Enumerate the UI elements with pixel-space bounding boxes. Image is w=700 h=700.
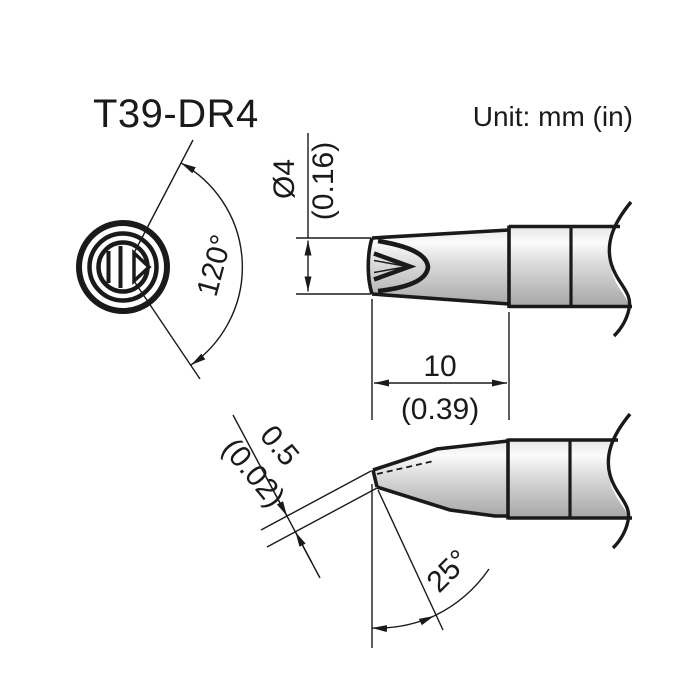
- angle-leg-upper: [133, 139, 194, 254]
- angle-arc-120: [180, 162, 244, 366]
- groove-angle-label: 120°: [191, 231, 239, 299]
- tipw-ext-lower: [266, 487, 378, 548]
- unit-label: Unit: mm (in): [473, 101, 633, 132]
- groove-v-notch: [132, 248, 152, 286]
- tip-face-edge: [366, 237, 374, 295]
- groove-chevron: [373, 251, 417, 282]
- tip-body-fill-2: [373, 440, 628, 518]
- front-view: 120°: [76, 139, 244, 380]
- tip-body-fill: [368, 227, 629, 307]
- tip-flat-face: [371, 469, 379, 488]
- cone-top-edge: [371, 228, 510, 240]
- bevel-angle-arc-ext: [433, 568, 490, 617]
- bevel-angle-label: 25°: [421, 544, 476, 599]
- bevel-angle-leg: [377, 489, 444, 631]
- length-label-mm: 10: [423, 350, 456, 383]
- tip-outer-ring: [76, 220, 170, 314]
- tipw-ext-upper: [260, 470, 372, 531]
- part-number-title: T39-DR4: [93, 92, 259, 136]
- side-view-top: Ø4 (0.16) 10 (0.39): [268, 133, 633, 426]
- angle-leg-lower: [133, 280, 201, 380]
- break-line-2: [606, 412, 632, 550]
- tipw-arrow-lower: [294, 531, 313, 563]
- groove-inner-lines: [373, 259, 408, 274]
- diameter-label-in: (0.16): [307, 142, 340, 220]
- side-view-bottom: 0.5 (0.02) 25°: [215, 412, 632, 648]
- length-label-in: (0.39): [401, 393, 479, 426]
- cone-top-edge-2: [372, 439, 509, 472]
- bevel-angle-arc: [371, 615, 435, 633]
- cone-bottom-edge: [371, 292, 510, 306]
- diameter-label-mm: Ø4: [268, 159, 301, 199]
- cone-bottom-edge-2: [376, 485, 508, 518]
- tip-middle-ring: [87, 231, 159, 303]
- tipw-arrow-upper: [263, 472, 288, 517]
- groove-outline: [377, 238, 431, 294]
- break-line: [607, 200, 633, 338]
